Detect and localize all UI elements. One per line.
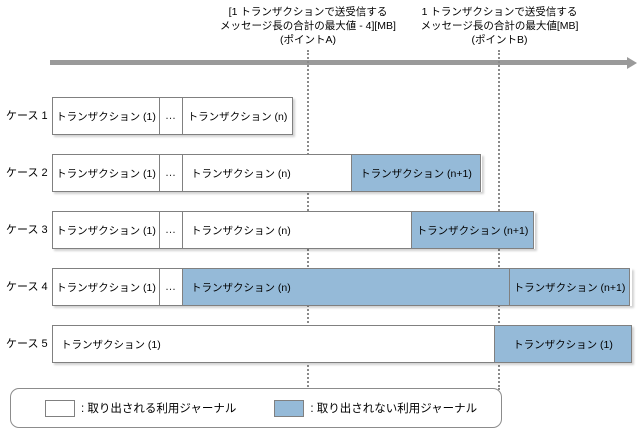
legend-swatch-white-icon: [45, 399, 75, 417]
case-label-3: ケース 3: [6, 224, 48, 236]
segment-label: トランザクション (n): [191, 224, 291, 237]
segment-label: トランザクション (1): [56, 167, 156, 180]
segment-label: トランザクション (1): [56, 110, 156, 123]
case-label-2: ケース 2: [6, 167, 48, 179]
segment-label: トランザクション (1): [56, 281, 156, 294]
case-bar-4: トランザクション (1) … トランザクション (n) トランザクション (n+…: [52, 268, 632, 306]
case-row-5: ケース 5 トランザクション (1) トランザクション (1): [0, 325, 640, 363]
annotation-point-a-line3: (ポイントA): [280, 34, 336, 46]
segment-label: …: [165, 167, 177, 179]
legend-item-not-extracted: : 取り出されない利用ジャーナル: [274, 399, 478, 417]
annotation-point-a-line2: メッセージ長の合計の最大値 - 4][MB]: [220, 20, 396, 32]
case-bar-2: トランザクション (1) … トランザクション (n) トランザクション (n+…: [52, 154, 482, 192]
case-row-4: ケース 4 トランザクション (1) … トランザクション (n) トランザクシ…: [0, 268, 640, 306]
annotation-point-b: 1 トランザクションで送受信する メッセージ長の合計の最大値[MB] (ポイント…: [382, 5, 617, 47]
segment-transaction-1: トランザクション (1): [52, 211, 160, 249]
annotation-point-a: [1 トランザクションで送受信する メッセージ長の合計の最大値 - 4][MB]…: [183, 5, 433, 47]
legend-label-not-extracted: : 取り出されない利用ジャーナル: [310, 403, 478, 415]
segment-label: …: [165, 281, 177, 293]
segment-transaction-n-plus-1: トランザクション (n+1): [411, 211, 534, 249]
case-label-5: ケース 5: [6, 338, 48, 350]
segment-label: トランザクション (n+1): [513, 281, 626, 294]
legend-label-extracted: : 取り出される利用ジャーナル: [81, 403, 237, 415]
annotation-point-a-line1: [1 トランザクションで送受信する: [228, 6, 388, 18]
case-bar-1: トランザクション (1) … トランザクション (n): [52, 97, 293, 135]
segment-label: …: [165, 224, 177, 236]
segment-label: トランザクション (1): [513, 338, 613, 351]
segment-transaction-1: トランザクション (1): [52, 268, 160, 306]
segment-transaction-1-blue: トランザクション (1): [494, 325, 632, 363]
legend-item-extracted: : 取り出される利用ジャーナル: [45, 399, 237, 417]
case-row-1: ケース 1 トランザクション (1) … トランザクション (n): [0, 97, 640, 135]
segment-ellipsis: …: [159, 154, 183, 192]
segment-transaction-n: トランザクション (n): [182, 154, 352, 192]
timeline-axis-line: [50, 60, 628, 65]
segment-transaction-n-plus-1: トランザクション (n+1): [351, 154, 481, 192]
segment-transaction-n: トランザクション (n): [182, 211, 412, 249]
segment-ellipsis: …: [159, 211, 183, 249]
segment-ellipsis: …: [159, 268, 183, 306]
segment-label: …: [165, 110, 177, 122]
segment-transaction-n: トランザクション (n): [182, 268, 510, 306]
annotation-point-b-line1: 1 トランザクションで送受信する: [421, 6, 578, 18]
segment-label: トランザクション (n): [191, 167, 291, 180]
case-row-2: ケース 2 トランザクション (1) … トランザクション (n) トランザクシ…: [0, 154, 640, 192]
annotation-point-b-line3: (ポイントB): [471, 34, 528, 46]
segment-transaction-1-white: トランザクション (1): [52, 325, 495, 363]
case-label-1: ケース 1: [6, 110, 48, 122]
case-row-3: ケース 3 トランザクション (1) … トランザクション (n) トランザクシ…: [0, 211, 640, 249]
timeline-axis-arrowhead: [627, 56, 637, 69]
segment-label: トランザクション (n+1): [360, 167, 472, 180]
case-bar-3: トランザクション (1) … トランザクション (n) トランザクション (n+…: [52, 211, 535, 249]
segment-transaction-n-plus-1: トランザクション (n+1): [509, 268, 630, 306]
segment-label: トランザクション (n+1): [416, 224, 529, 237]
segment-transaction-n: トランザクション (n): [182, 97, 293, 135]
case-label-4: ケース 4: [6, 281, 48, 293]
segment-label: トランザクション (1): [56, 224, 156, 237]
segment-transaction-1: トランザクション (1): [52, 154, 160, 192]
segment-label: トランザクション (n): [191, 281, 291, 294]
case-bar-5: トランザクション (1) トランザクション (1): [52, 325, 632, 363]
segment-transaction-1: トランザクション (1): [52, 97, 160, 135]
segment-label: トランザクション (1): [61, 338, 161, 351]
legend-box: : 取り出される利用ジャーナル : 取り出されない利用ジャーナル: [10, 388, 502, 428]
segment-label: トランザクション (n): [187, 110, 288, 123]
segment-ellipsis: …: [159, 97, 183, 135]
legend-swatch-blue-icon: [274, 399, 305, 417]
annotation-point-b-line2: メッセージ長の合計の最大値[MB]: [420, 20, 579, 32]
